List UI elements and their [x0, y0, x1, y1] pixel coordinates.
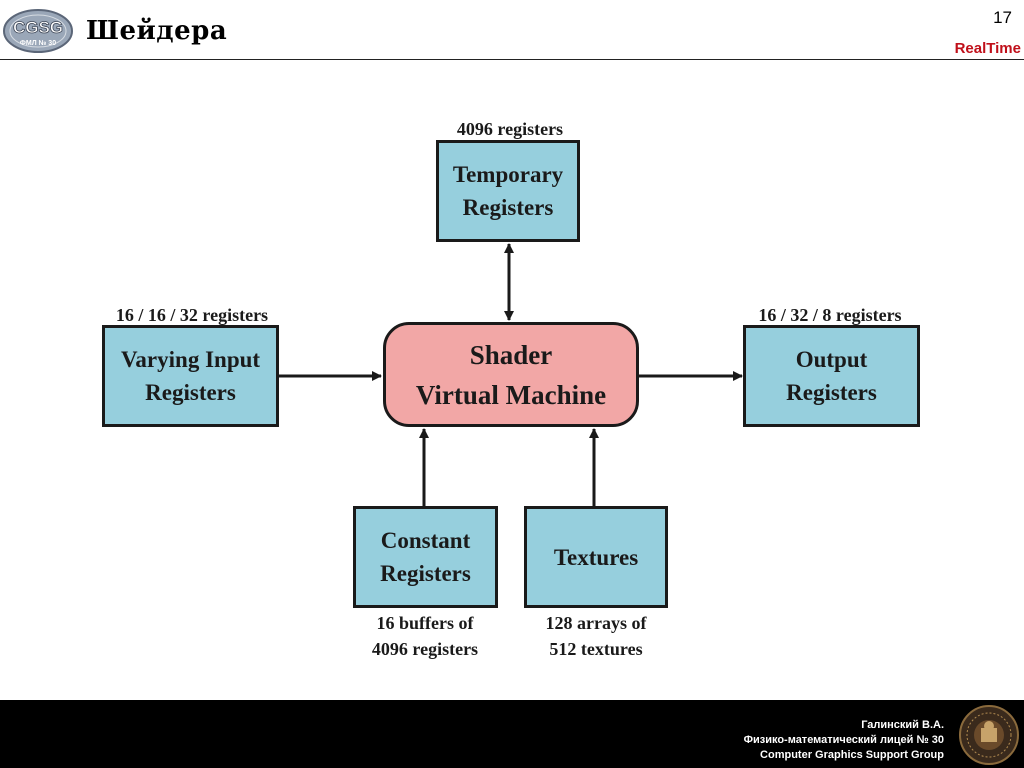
textures-label: Textures	[553, 544, 639, 570]
temporary-registers-label: Temporary Registers	[452, 162, 564, 220]
constant-registers-caption: 16 buffers of 4096 registers	[371, 613, 479, 659]
footer-school: Физико-математический лицей № 30	[743, 734, 944, 746]
varying-input-label: Varying Input Registers	[120, 347, 261, 405]
footer-author: Галинский В.А.	[861, 719, 944, 731]
page-number: 17	[993, 8, 1012, 27]
page-title: Шейдера	[86, 16, 228, 46]
header-divider	[0, 59, 1024, 60]
cgsg-logo-icon: CGSG ФМЛ № 30	[3, 9, 73, 53]
output-caption: 16 / 32 / 8 registers	[758, 305, 902, 325]
temporary-registers-box: Temporary Registers	[436, 140, 580, 242]
svg-text:ФМЛ № 30: ФМЛ № 30	[20, 39, 56, 47]
varying-input-registers-box: Varying Input Registers	[102, 325, 279, 427]
footer-bar: Галинский В.А. Физико-математический лиц…	[0, 700, 1024, 768]
varying-input-caption: 16 / 16 / 32 registers	[115, 305, 269, 325]
shader-virtual-machine-box: Shader Virtual Machine	[383, 322, 639, 427]
footer-credits: Галинский В.А. Физико-математический лиц…	[744, 718, 944, 763]
textures-caption: 128 arrays of 512 textures	[545, 613, 647, 659]
output-registers-box: Output Registers	[743, 325, 920, 427]
textures-box: Textures	[524, 506, 668, 608]
temporary-registers-caption: 4096 registers	[456, 119, 564, 139]
footer-group: Computer Graphics Support Group	[760, 749, 944, 761]
output-label: Output Registers	[786, 347, 877, 405]
svg-text:CGSG: CGSG	[13, 18, 63, 37]
constant-registers-label: Constant Registers	[380, 528, 471, 586]
brand-label: RealTime	[954, 40, 1021, 57]
shader-diagram: 4096 registers Temporary Registers 16 / …	[0, 60, 1024, 700]
constant-registers-box: Constant Registers	[353, 506, 498, 608]
school-emblem-icon	[958, 704, 1020, 766]
cgsg-logo: CGSG ФМЛ № 30	[2, 8, 74, 54]
diagram-connectors	[278, 243, 743, 506]
